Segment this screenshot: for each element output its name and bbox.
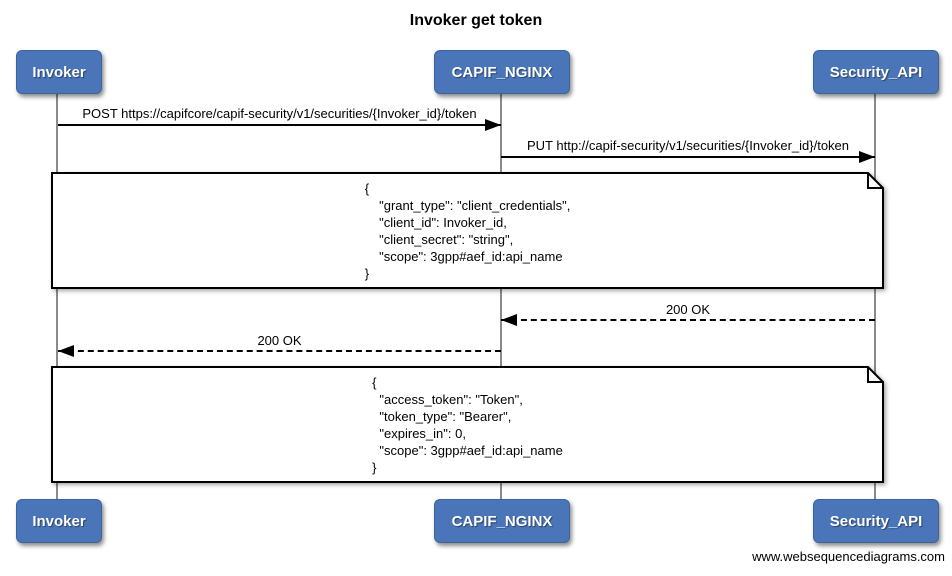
lifeline-security-api (874, 92, 876, 499)
note-shape (51, 366, 884, 483)
note-dogear-icon (867, 367, 883, 383)
note-json-line: "token_type": "Bearer", (372, 408, 512, 424)
note-json-line: "access_token": "Token", (372, 391, 523, 407)
note-response-body: { "access_token": "Token", "token_type":… (51, 366, 884, 483)
arrowhead-left-icon (501, 314, 517, 326)
actor-label: CAPIF_NGINX (451, 512, 553, 530)
message-label-put-token: PUT http://capif-security/v1/securities/… (526, 138, 850, 153)
message-line (501, 319, 875, 321)
note-json-line: "client_secret": "string", (364, 231, 514, 247)
arrowhead-right-icon (859, 151, 875, 163)
note-json-line: "client_id": Invoker_id, (364, 214, 507, 230)
actor-top-invoker: Invoker (16, 50, 102, 94)
diagram-title: Invoker get token (409, 12, 543, 29)
actor-label: Invoker (32, 512, 86, 530)
actor-label: CAPIF_NGINX (451, 63, 553, 81)
note-dogear-icon (867, 173, 883, 189)
message-label-200-ok: 200 OK (665, 302, 711, 317)
message-line (58, 124, 501, 126)
actor-bottom-capif-nginx: CAPIF_NGINX (434, 499, 570, 543)
note-json-line: } (364, 265, 370, 281)
message-label-200-ok: 200 OK (257, 333, 302, 348)
note-json-line: "grant_type": "client_credentials", (364, 197, 571, 213)
note-json-line: "expires_in": 0, (372, 425, 466, 441)
actor-top-capif-nginx: CAPIF_NGINX (434, 50, 570, 94)
actor-label: Invoker (32, 63, 86, 81)
watermark: www.websequencediagrams.com (752, 549, 945, 564)
message-label-post-token: POST https://capifcore/capif-security/v1… (82, 106, 477, 121)
arrowhead-left-icon (58, 345, 74, 357)
actor-bottom-invoker: Invoker (16, 499, 102, 543)
message-line (58, 350, 501, 352)
note-json-line: { (372, 374, 377, 390)
actor-bottom-security-api: Security_API (813, 499, 939, 543)
note-json-line: "scope": 3gpp#aef_id:api_name (372, 442, 563, 458)
actor-top-security-api: Security_API (813, 50, 939, 94)
arrowhead-right-icon (485, 119, 501, 131)
actor-label: Security_API (829, 63, 923, 81)
lifeline-capif-nginx (500, 92, 502, 499)
note-json-line: "scope": 3gpp#aef_id:api_name (364, 248, 563, 264)
note-json-line: { (364, 180, 370, 196)
lifeline-invoker (56, 92, 58, 499)
actor-label: Security_API (829, 512, 923, 530)
note-json-line: } (372, 459, 377, 475)
message-line (501, 156, 875, 158)
note-request-body: { "grant_type": "client_credentials", "c… (51, 172, 884, 289)
note-shape (51, 172, 884, 289)
